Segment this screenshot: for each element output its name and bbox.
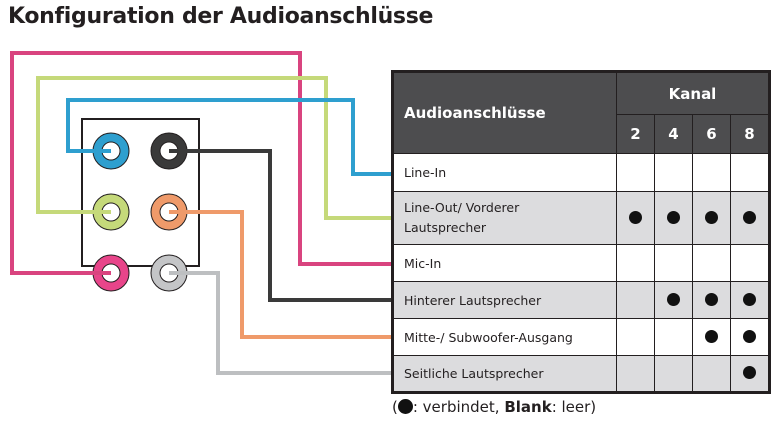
connected-dot-icon — [743, 366, 756, 379]
table-row: Hinterer Lautsprecher — [392, 281, 770, 319]
channel-cell — [654, 153, 693, 192]
table-row: Mitte-/ Subwoofer-Ausgang — [392, 318, 770, 356]
connected-dot-icon — [705, 329, 718, 343]
channel-cell — [692, 281, 731, 319]
channel-header: 8 — [730, 114, 770, 154]
connected-dot-icon — [705, 210, 718, 224]
connected-dot-icon — [667, 210, 680, 224]
channel-cell — [730, 281, 770, 319]
channel-header: 2 — [616, 114, 655, 154]
channel-cell — [616, 355, 655, 393]
channel-cell — [730, 318, 770, 356]
table-row: Seitliche Lautsprecher — [392, 355, 770, 393]
page-title: Konfiguration der Audioanschlüsse — [8, 4, 434, 29]
legend-connected: : verbindet, — [412, 398, 505, 416]
channel-cell — [654, 191, 693, 245]
connected-dot-icon — [629, 210, 642, 224]
channel-cell — [692, 244, 731, 282]
table-row: Mic-In — [392, 244, 770, 282]
port-label: Hinterer Lautsprecher — [392, 281, 617, 319]
wire-side-speaker — [169, 271, 391, 375]
port-label: Seitliche Lautsprecher — [392, 355, 617, 393]
channel-cell — [730, 244, 770, 282]
channel-cell — [692, 153, 731, 192]
channel-cell — [616, 153, 655, 192]
channel-header: 6 — [692, 114, 731, 154]
port-label: Line-Out/ Vorderer Lautsprecher — [392, 191, 617, 245]
legend-blank-label: Blank — [504, 398, 552, 416]
port-label: Line-In — [392, 153, 617, 192]
channel-cell — [692, 355, 731, 393]
channel-header: 4 — [654, 114, 693, 154]
wire-rear-speaker — [169, 149, 391, 302]
table-row: Line-Out/ Vorderer Lautsprecher — [392, 191, 770, 245]
wire-mic-in — [10, 51, 391, 275]
header-channel: Kanal — [616, 71, 770, 115]
channel-cell — [730, 153, 770, 192]
channel-cell — [616, 318, 655, 356]
channel-cell — [654, 281, 693, 319]
connected-dot-icon — [743, 210, 756, 224]
channel-cell — [616, 244, 655, 282]
channel-cell — [692, 318, 731, 356]
channel-cell — [730, 355, 770, 393]
connected-dot-icon — [705, 292, 718, 306]
wire-line-out — [36, 76, 391, 220]
connected-dot-icon — [743, 292, 756, 306]
port-label: Mitte-/ Subwoofer-Ausgang — [392, 318, 617, 356]
channel-cell — [616, 281, 655, 319]
channel-cell — [730, 191, 770, 245]
legend: ( : verbindet, Blank: leer) — [392, 398, 596, 416]
connected-dot-icon — [743, 329, 756, 343]
header-ports: Audioanschlüsse — [392, 71, 617, 154]
connected-dot-icon — [667, 292, 680, 306]
table-row: Line-In — [392, 153, 770, 192]
wire-center-subwoofer — [169, 210, 391, 339]
channel-cell — [654, 355, 693, 393]
legend-paren: ( — [392, 398, 398, 416]
connected-dot-icon — [397, 399, 413, 414]
port-label: Mic-In — [392, 244, 617, 282]
channel-cell — [654, 318, 693, 356]
channel-cell — [692, 191, 731, 245]
io-panel — [81, 118, 200, 267]
channel-cell — [616, 191, 655, 245]
channel-cell — [654, 244, 693, 282]
legend-blank: : leer) — [551, 398, 597, 416]
